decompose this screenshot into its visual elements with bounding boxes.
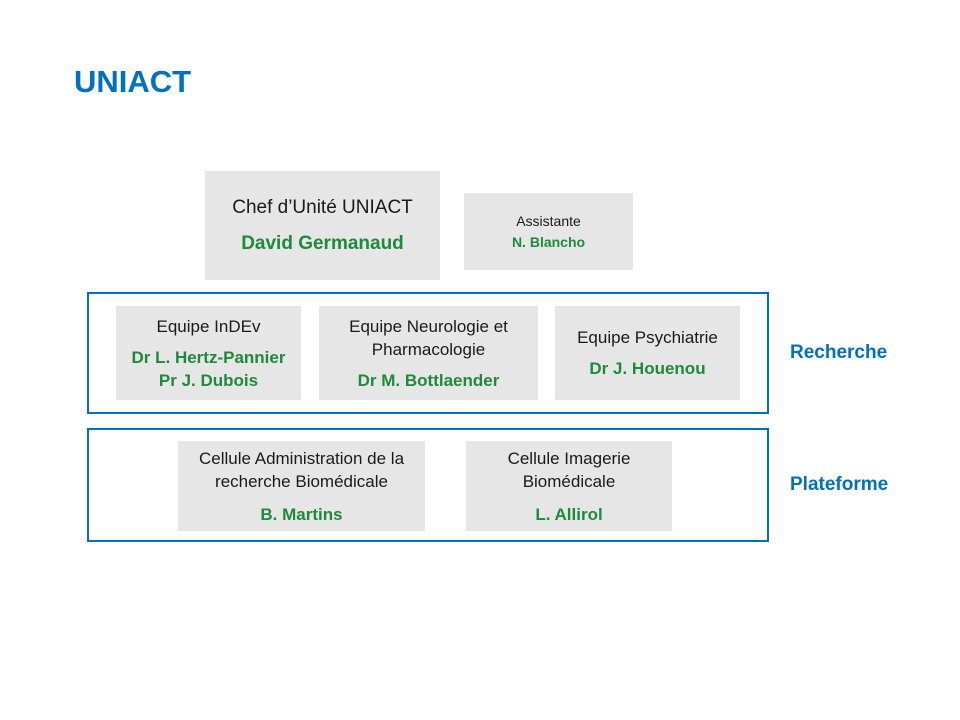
team-neurologie-box: Equipe Neurologie et Pharmacologie Dr M.… <box>319 306 538 400</box>
team-indev-name-1: Dr L. Hertz-Pannier <box>131 347 286 367</box>
assistante-name: N. Blancho <box>511 234 586 250</box>
chef-role: Chef d’Unité UNIACT <box>232 197 413 218</box>
cell-imagerie-box: Cellule Imagerie Biomédicale L. Allirol <box>466 441 672 531</box>
recherche-label: Recherche <box>790 342 888 363</box>
team-indev-role: Equipe InDEv <box>156 316 261 336</box>
team-psychiatrie-box: Equipe Psychiatrie Dr J. Houenou <box>555 306 740 400</box>
assistante-box: Assistante N. Blancho <box>464 193 633 270</box>
cell-administration-name: B. Martins <box>260 504 343 524</box>
team-neurologie-role-1: Equipe Neurologie et <box>349 316 508 336</box>
team-psychiatrie-name: Dr J. Houenou <box>589 359 706 378</box>
team-psychiatrie-role: Equipe Psychiatrie <box>577 328 718 347</box>
cell-administration-role-1: Cellule Administration de la <box>198 448 405 468</box>
chef-name: David Germanaud <box>241 233 404 254</box>
plateforme-label: Plateforme <box>790 474 889 495</box>
cell-imagerie-name: L. Allirol <box>535 504 603 524</box>
plateforme-frame <box>87 428 769 542</box>
cell-imagerie-role-2: Biomédicale <box>522 471 616 491</box>
team-neurologie-role-2: Pharmacologie <box>371 339 486 359</box>
team-neurologie-name: Dr M. Bottlaender <box>357 370 500 390</box>
assistante-role: Assistante <box>516 213 581 229</box>
team-indev-name-2: Pr J. Dubois <box>158 370 259 390</box>
cell-administration-box: Cellule Administration de la recherche B… <box>178 441 425 531</box>
page-title: UNIACT <box>74 64 192 99</box>
cell-administration-role-2: recherche Biomédicale <box>215 471 388 491</box>
cell-imagerie-role-1: Cellule Imagerie <box>507 448 631 468</box>
team-indev-box: Equipe InDEv Dr L. Hertz-Pannier Pr J. D… <box>116 306 301 400</box>
chef-box: Chef d’Unité UNIACT David Germanaud <box>205 171 440 280</box>
recherche-frame <box>87 292 769 414</box>
